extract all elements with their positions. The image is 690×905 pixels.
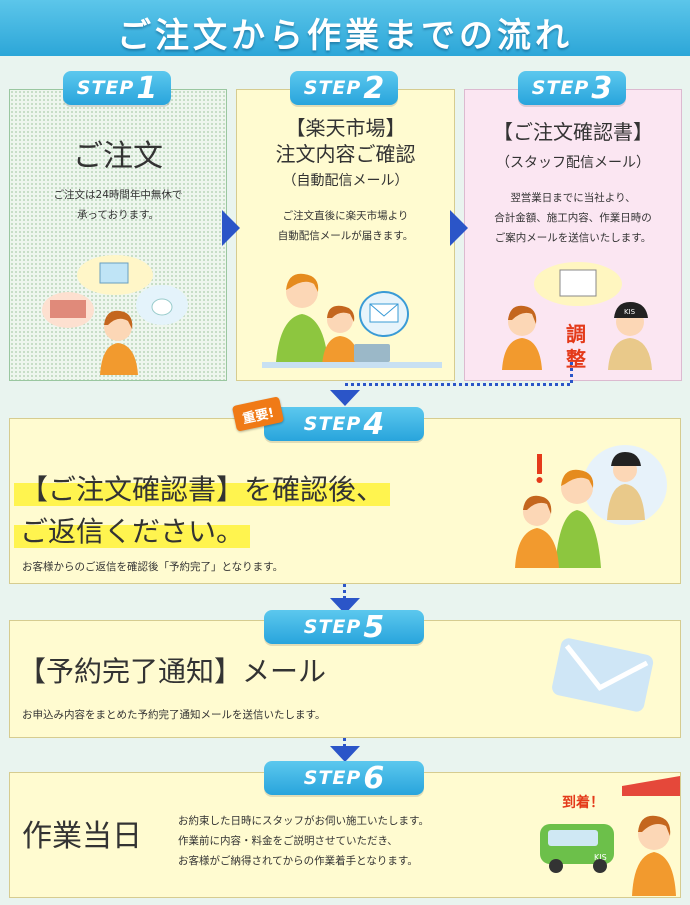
toilet-icon (151, 298, 173, 316)
laptop-icon (354, 344, 390, 362)
staff-body (608, 338, 652, 370)
woman-hair (638, 815, 671, 836)
adjust-label-2: 整 (566, 347, 586, 371)
couple-confirm-illustration (515, 445, 667, 568)
man-hair (561, 469, 594, 488)
woman-body (632, 852, 676, 896)
step2-desc-2: 自動配信メールが届きます。 (277, 230, 414, 242)
envelope-flap (369, 303, 399, 317)
step6-desc-3: お客様がご納得されてからの作業着手となります。 (178, 855, 418, 867)
house-roof (622, 776, 680, 796)
staff-body (607, 484, 645, 520)
schedule-adjust-illustration: KIS (502, 262, 652, 370)
step-number: 5 (363, 609, 385, 645)
step3-subtitle: （スタッフ配信メール） (496, 155, 650, 171)
step4-title-1: 【ご注文確認書】を確認後、 (14, 470, 391, 510)
page-header: ご注文から作業までの流れ (0, 0, 690, 56)
step-number: 4 (363, 406, 385, 442)
step5-desc: お申込み内容をまとめた予約完了通知メールを送信いたします。 (22, 709, 326, 721)
step-word: STEP (303, 767, 362, 789)
envelope-icon (552, 638, 654, 712)
woman-hair (327, 305, 355, 322)
step-word: STEP (303, 77, 362, 99)
thinking-woman-illustration (42, 255, 188, 375)
step5-title: 【予約完了通知】メール (18, 655, 327, 688)
woman-body (515, 528, 559, 568)
step1-box (9, 89, 227, 381)
step4-title-2: ご返信ください。 (14, 512, 251, 552)
connector-vertical (570, 362, 573, 384)
step-word: STEP (303, 616, 362, 638)
step3-desc-2: 合計金額、施工内容、作業日時の (494, 212, 652, 224)
arrival-label: 到着！ (562, 795, 604, 811)
envelope-icon (369, 303, 399, 323)
man-body (555, 510, 601, 568)
arrow-step2-to-step3 (450, 210, 468, 246)
step1-desc-2: 承っております。 (76, 209, 160, 221)
adjust-label-1: 調 (566, 322, 586, 346)
connector-horizontal (345, 383, 573, 386)
window-icon (99, 262, 129, 284)
step2-title-2: 注文内容ご確認 (275, 142, 416, 166)
connector-5-6 (343, 738, 346, 748)
step6-desc-2: 作業前に内容・料金をご説明させていただき、 (178, 835, 398, 847)
man-body (276, 314, 328, 362)
woman-body (322, 336, 360, 366)
step6-desc-1: お約束した日時にスタッフがお伺い施工いたします。 (178, 815, 429, 827)
step4-title-highlight-2: ご返信ください。 (14, 515, 251, 548)
step3-desc-3: ご案内メールを送信いたします。 (494, 232, 652, 244)
step-number: 2 (363, 70, 385, 106)
van-wheel-front (549, 859, 563, 873)
man-hair (286, 273, 319, 292)
desk (262, 362, 442, 368)
step-number: 1 (136, 70, 158, 106)
van-window (548, 830, 598, 846)
van-label: KIS (594, 853, 607, 862)
step2-desc-1: ご注文直後に楽天市場より (282, 210, 409, 222)
arrow-step3-to-step4 (330, 390, 360, 406)
staff-cap (611, 452, 641, 466)
woman-body (100, 343, 138, 375)
brick-wall-icon (50, 300, 86, 318)
woman-body (502, 338, 542, 370)
staff-cap (614, 302, 648, 318)
envelope-flap (564, 644, 649, 691)
step2-subtitle: （自動配信メール） (282, 173, 409, 189)
step3-title: 【ご注文確認書】 (493, 120, 653, 144)
step1-title: ご注文 (73, 139, 163, 174)
step4-desc: お客様からのご返信を確認後「予約完了」となります。 (22, 561, 284, 573)
woman-hair (104, 310, 133, 329)
van-wheel-rear (593, 859, 607, 873)
step2-title-1: 【楽天市場】 (285, 116, 406, 140)
step6-title: 作業当日 (22, 819, 142, 854)
step-word: STEP (303, 413, 362, 435)
connector-4-5 (343, 584, 346, 598)
step3-desc-1: 翌営業日までに当社より、 (510, 192, 636, 204)
couple-email-illustration (262, 273, 442, 368)
staff-cap-label: KIS (624, 308, 636, 316)
step1-desc-1: ご注文は24時間年中無休で (53, 189, 183, 201)
exclamation-dot (536, 477, 543, 483)
step-number: 3 (591, 70, 613, 106)
arrow-step5-to-step6 (330, 746, 360, 762)
step-word: STEP (531, 77, 590, 99)
calendar-icon (559, 269, 597, 297)
woman-hair (523, 495, 552, 514)
woman-hair (508, 305, 537, 324)
step4-title-highlight-1: 【ご注文確認書】を確認後、 (14, 473, 391, 506)
page-title: ご注文から作業までの流れ (117, 16, 573, 56)
step-number: 6 (363, 760, 385, 796)
arrow-step1-to-step2 (222, 210, 240, 246)
exclamation-mark (537, 454, 542, 474)
step-word: STEP (76, 77, 135, 99)
van-and-woman-illustration: KIS (540, 776, 680, 896)
